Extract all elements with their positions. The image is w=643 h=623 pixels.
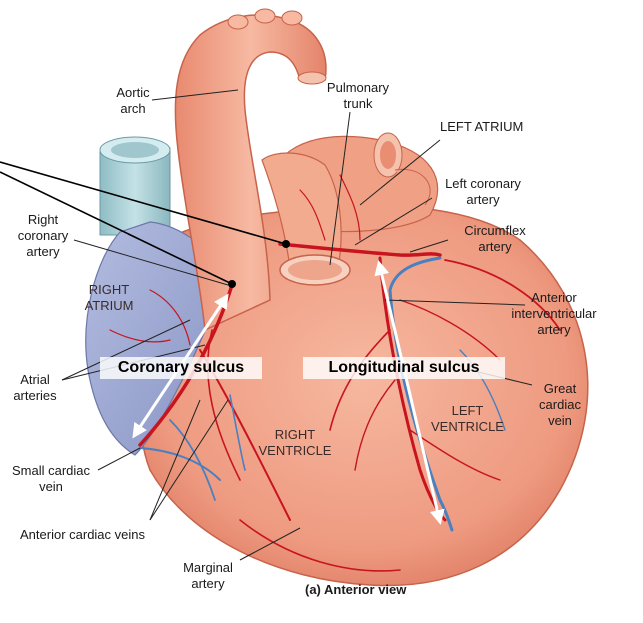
figure-caption: (a) Anterior view — [305, 582, 407, 597]
pointer-lines — [0, 161, 287, 285]
label-right-atrium: RIGHT ATRIUM — [84, 282, 134, 313]
label-marginal-artery: Marginal artery — [183, 560, 233, 591]
label-aortic-arch: Aortic arch — [116, 85, 150, 116]
label-right-coronary-artery: Right coronary artery — [17, 212, 69, 259]
label-right-ventricle: RIGHT VENTRICLE — [258, 427, 332, 458]
label-small-cardiac-vein: Small cardiac vein — [11, 463, 91, 494]
label-great-cardiac-vein: Great cardiac vein — [539, 381, 581, 428]
label-coronary-sulcus: Coronary sulcus — [100, 357, 262, 379]
label-anterior-cardiac-veins: Anterior cardiac veins — [20, 527, 145, 542]
pointer-dot-right-coronary — [228, 280, 236, 288]
label-atrial-arteries: Atrial arteries — [13, 372, 57, 403]
label-left-coronary-artery: Left coronary artery — [445, 176, 521, 207]
aorta — [174, 14, 327, 332]
label-left-atrium: LEFT ATRIUM — [440, 119, 524, 134]
label-anterior-interventricular-artery: Anterior interventricular artery — [511, 290, 597, 337]
label-left-ventricle: LEFT VENTRICLE — [431, 403, 504, 434]
label-longitudinal-sulcus: Longitudinal sulcus — [303, 357, 505, 379]
pulmonary-trunk — [261, 152, 342, 269]
pointer-dot-left-coronary — [282, 240, 290, 248]
label-circumflex-artery: Circumflex artery — [464, 223, 526, 254]
longitudinal-sulcus-arrow — [374, 260, 445, 525]
superior-vena-cava — [99, 136, 171, 236]
label-pulmonary-trunk: Pulmonary trunk — [326, 80, 390, 111]
